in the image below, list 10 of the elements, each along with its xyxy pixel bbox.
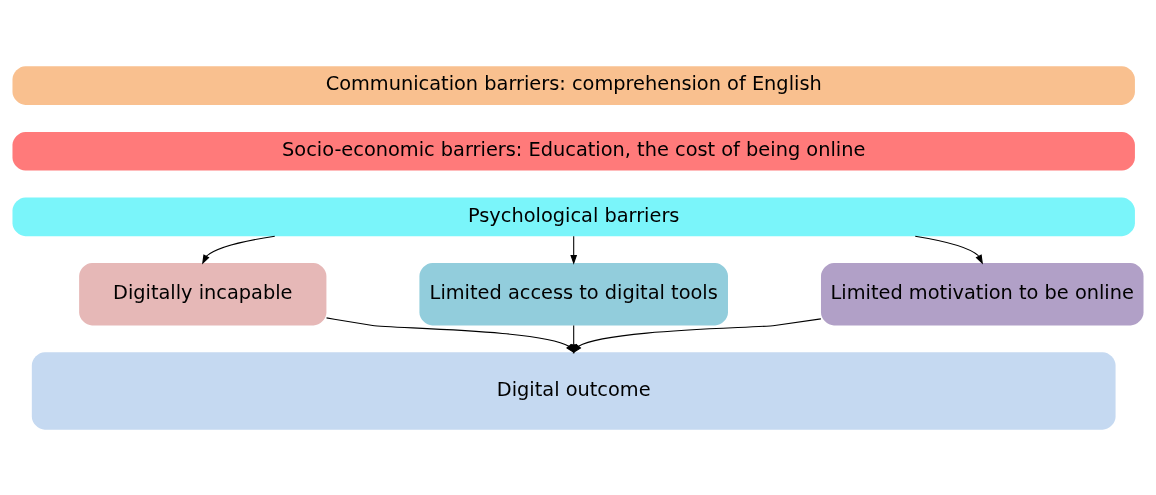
node-box: Limited motivation to be online [821,262,1144,325]
arrow [914,235,983,264]
node-box: Psychological barriers [12,196,1135,236]
node-box: Digitally incapable [79,262,327,325]
node-box: Socio-economic barriers: Education, the cost of being online [12,131,1135,171]
arrow [570,235,578,265]
node-box: Limited access to digital tools [419,262,728,325]
node-box: Communication barriers: comprehension of English [12,65,1135,105]
arrow [202,235,276,264]
node-box: Digital outcome [31,351,1116,430]
